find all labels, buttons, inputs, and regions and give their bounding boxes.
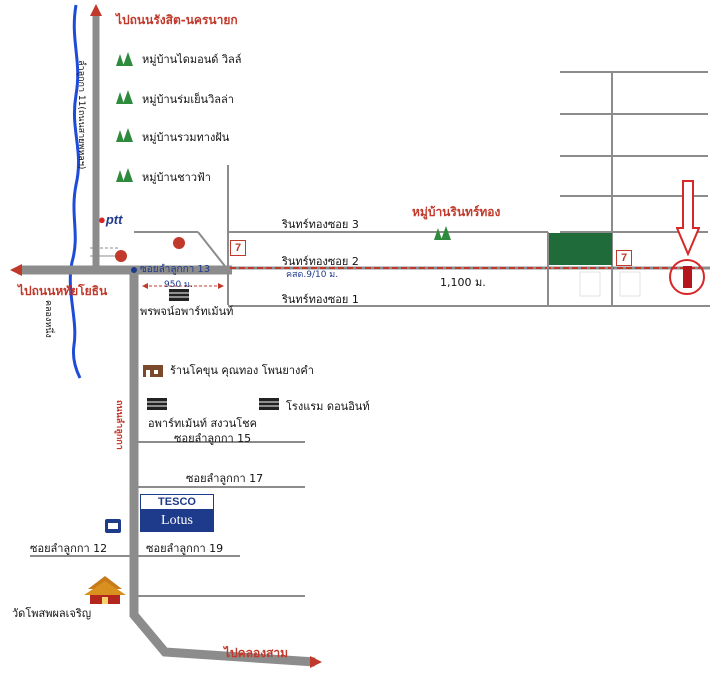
village-ruam-thang-fan: หมู่บ้านรวมทางฝัน (142, 131, 230, 144)
label-rinthong-soi-1: รินทร์ทองซอย 1 (282, 293, 359, 306)
arrow-down-icon (676, 180, 700, 256)
tesco-lotus-logo: TESCO Lotus (140, 494, 214, 532)
tree-icon (116, 128, 133, 142)
label-top-to: ไปถนนรังสิต-นครนายก (116, 13, 238, 27)
village-diamond-ville: หมู่บ้านไดมอนด์ วิลล์ (142, 53, 242, 66)
canal-line (68, 4, 82, 379)
tesco-label: TESCO (140, 494, 214, 510)
lotus-label: Lotus (140, 510, 214, 532)
label-soi-15: ซอยลำลูกกา 15 (174, 432, 252, 445)
ptt-drop-icon: ● (98, 212, 106, 227)
ptt-logo: ●ptt (98, 212, 123, 227)
village-rom-yen-villa: หมู่บ้านร่มเย็นวิลล่า (142, 93, 234, 106)
road-lam-luk-ka (129, 268, 316, 667)
label-rinthong-village: หมู่บ้านรินทร์ทอง (412, 205, 501, 219)
tree-icon (116, 90, 133, 104)
seven-eleven-icon: 7 (230, 240, 246, 256)
label-soi-13: ซอยลำลูกกา 13 (140, 264, 211, 275)
tree-icon (434, 226, 451, 240)
label-road-lam-luk-ka: ถนนลำลูกกา (114, 400, 124, 450)
label-rinthong-soi-3: รินทร์ทองซอย 3 (282, 218, 359, 231)
label-canal: คลองหนึ่ง (43, 300, 53, 338)
bank-icon (105, 519, 121, 533)
label-soi-12: ซอยลำลูกกา 12 (30, 542, 108, 555)
label-hotel: โรงแรม ดอนอินท์ (286, 400, 370, 413)
tree-icon (116, 168, 133, 182)
village-chao-fa: หมู่บ้านชาวฟ้า (142, 171, 211, 184)
label-lam-luk-ka-11: ลำลูกกา 11(ถนนสายพหลฯ) (76, 60, 86, 170)
label-bottom-to: ไปคลองสาม (224, 646, 289, 660)
temple-icon (84, 576, 126, 604)
apartment-icon (147, 398, 167, 410)
label-distance-1100: 1,100 ม. (440, 276, 486, 289)
destination-marker-icon[interactable] (669, 259, 705, 295)
seven-eleven-icon: 7 (616, 250, 632, 266)
hotel-icon (259, 398, 279, 410)
shop-icon (143, 365, 163, 377)
label-distance-950: 950 ม. (164, 280, 193, 290)
label-house-number: คสด.9/10 ม. (286, 270, 339, 280)
label-left-to: ไปถนนหทัยโยธิน (18, 284, 108, 298)
label-shop: ร้านโคขุน คุณทอง โพนยางคำ (170, 364, 314, 377)
apartment-icon (169, 289, 189, 301)
label-soi-17: ซอยลำลูกกา 17 (186, 472, 264, 485)
tree-icon (116, 52, 133, 66)
label-soi-19: ซอยลำลูกกา 19 (146, 542, 224, 555)
label-temple: วัดโพสพผลเจริญ (12, 607, 92, 620)
green-area (549, 233, 612, 265)
label-apartment-1: พรพจน์อพาร์ทเม้นท์ (140, 305, 234, 318)
label-rinthong-soi-2: รินทร์ทองซอย 2 (282, 255, 359, 268)
label-apartment-2: อพาร์ทเม้นท์ สงวนโชค (148, 417, 257, 430)
